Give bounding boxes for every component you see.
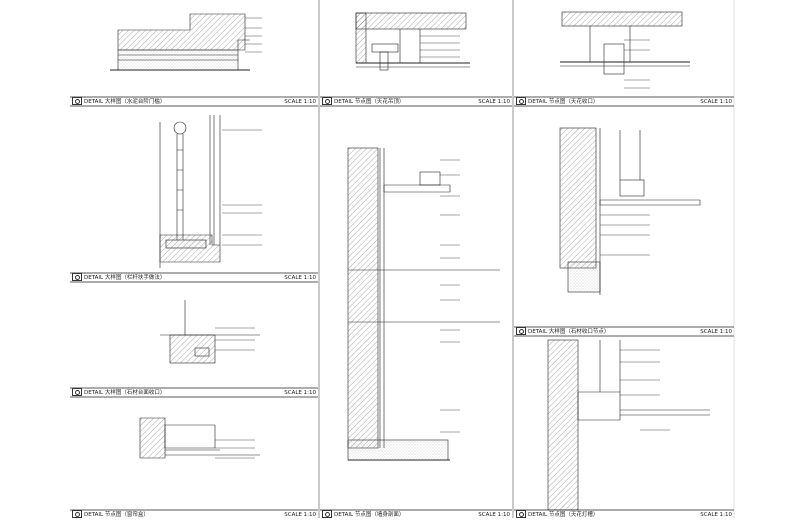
detail-railing <box>159 115 262 268</box>
detail-wall-section <box>347 147 500 461</box>
panel-caption: DETAIL 节点图（窗帘盒）SCALE 1:10 <box>72 509 316 520</box>
detail-tag-icon <box>72 509 82 518</box>
detail-tag-icon <box>322 96 332 105</box>
detail-tag-icon <box>516 509 526 518</box>
panel-caption: DETAIL 节点图（墙身剖面）SCALE 1:10 <box>322 509 510 520</box>
detail-ceiling-edge <box>560 11 690 89</box>
caption-bars <box>70 96 734 511</box>
detail-wall-ceiling-junction <box>559 127 701 295</box>
panel-caption: DETAIL 大样图（水泥台阶门槛）SCALE 1:10 <box>72 96 316 107</box>
detail-tag-icon <box>516 96 526 105</box>
detail-threshold-small <box>160 300 260 364</box>
detail-tag-icon <box>72 387 82 396</box>
panel-caption: DETAIL 节点图（天花吊顶）SCALE 1:10 <box>322 96 510 107</box>
panel-caption: DETAIL 大样图（石材收口节点）SCALE 1:10 <box>516 326 732 337</box>
panel-caption: DETAIL 大样图（石材台面收口）SCALE 1:10 <box>72 387 316 398</box>
panel-caption: DETAIL 节点图（天花收口）SCALE 1:10 <box>516 96 732 107</box>
detail-tag-icon <box>516 326 526 335</box>
detail-tag-icon <box>322 509 332 518</box>
panel-caption: DETAIL 大样图（栏杆扶手做法）SCALE 1:10 <box>72 272 316 283</box>
detail-ceiling-section <box>355 12 470 71</box>
detail-tag-icon <box>72 272 82 281</box>
panel-caption: DETAIL 节点图（天花灯槽）SCALE 1:10 <box>516 509 732 520</box>
detail-step-threshold <box>110 13 262 71</box>
detail-tag-icon <box>72 96 82 105</box>
detail-countertop-edge <box>139 417 260 459</box>
detail-curtain-box <box>547 339 710 511</box>
sheet-grid <box>318 0 735 518</box>
